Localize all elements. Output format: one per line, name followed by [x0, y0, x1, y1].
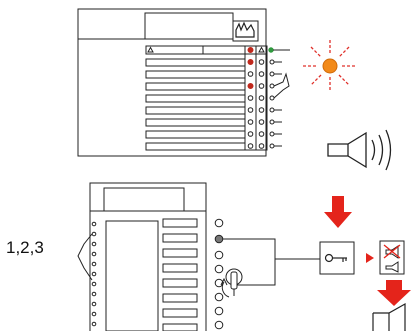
zone-led: [247, 95, 254, 101]
warning-icon: [147, 46, 154, 53]
fire-indicator: [232, 20, 259, 42]
arrow-down-icon: [324, 196, 352, 228]
connection-line: [223, 238, 276, 286]
control-led: [214, 250, 224, 260]
control-label-field: [162, 248, 198, 258]
zone-group-bracket: [273, 72, 290, 99]
bottom-control-panel: [77, 182, 320, 331]
zone-led: [247, 107, 254, 113]
control-led: [214, 306, 224, 316]
zone-led: [258, 59, 265, 65]
zone-label-field: [145, 94, 246, 103]
zone-led: [247, 119, 254, 125]
top-terminals: [269, 59, 290, 149]
zone-led: [258, 83, 265, 89]
zone-led: [258, 131, 265, 137]
control-led: [214, 218, 224, 228]
zone-led: [258, 95, 265, 101]
key-switch-icon: [220, 268, 243, 298]
top-panel-frame: [77, 8, 267, 157]
control-led: [214, 278, 224, 288]
sounder-on-icon: [372, 302, 406, 331]
bottom-led-column: [214, 218, 224, 330]
zone-led: [258, 143, 265, 149]
zone-text-panel: [105, 220, 159, 331]
connection-line: [223, 238, 320, 260]
sounder-icon: [385, 261, 399, 273]
sounder-off-indicator: [379, 240, 405, 275]
top-zone-rows: [145, 58, 246, 151]
alarm-lamp-icon: [303, 40, 357, 92]
zone-led: [247, 131, 254, 137]
zone-label-field: [145, 106, 246, 115]
bottom-control-rows: [162, 218, 198, 331]
arrow-down-icon: [377, 280, 411, 306]
warning-icon: [258, 46, 265, 53]
zone-led: [247, 71, 254, 77]
key-icon: [324, 253, 347, 263]
zone-led-red: [247, 59, 254, 65]
control-label-field: [162, 263, 198, 273]
control-led-active: [214, 234, 224, 244]
fire-icon: [235, 21, 255, 38]
control-label-field: [162, 218, 198, 228]
steps-label: 1,2,3: [6, 238, 44, 257]
rotate-arrow-icon: [221, 281, 230, 298]
zone-label-field: [145, 118, 246, 127]
zone-label-field: [145, 58, 246, 67]
zone-group-bracket: [77, 233, 93, 281]
sounder-off-icon: [383, 244, 401, 259]
control-led: [214, 320, 224, 330]
zone-label-field: [145, 142, 246, 151]
key-button[interactable]: [319, 241, 355, 275]
control-label-field: [162, 278, 198, 288]
control-label-field: [162, 293, 198, 303]
zone-led: [247, 143, 254, 149]
zone-led-red: [247, 47, 254, 53]
zone-led: [258, 71, 265, 77]
sounder-icon: [327, 129, 392, 171]
zone-label-field: [145, 70, 246, 79]
control-led: [214, 292, 224, 302]
control-led: [214, 264, 224, 274]
fire-indicator-frame: [232, 20, 259, 42]
bottom-left-terminals: [77, 221, 97, 327]
bottom-display-window: [103, 187, 185, 212]
status-led-green: [268, 47, 274, 53]
top-zone-indicators: [244, 45, 268, 151]
top-header-row: [145, 45, 290, 55]
control-label-field: [162, 308, 198, 318]
arrow-right-icon: [366, 253, 374, 263]
zone-label-field: [145, 82, 246, 91]
zone-led: [258, 119, 265, 125]
zone-led: [258, 107, 265, 113]
top-control-panel: [77, 8, 290, 157]
bottom-panel-frame: [89, 182, 207, 331]
zone-label-field: [145, 130, 246, 139]
zone-led-red: [247, 83, 254, 89]
control-label-field: [162, 323, 198, 331]
control-label-field: [162, 233, 198, 243]
top-display-window: [144, 12, 234, 40]
